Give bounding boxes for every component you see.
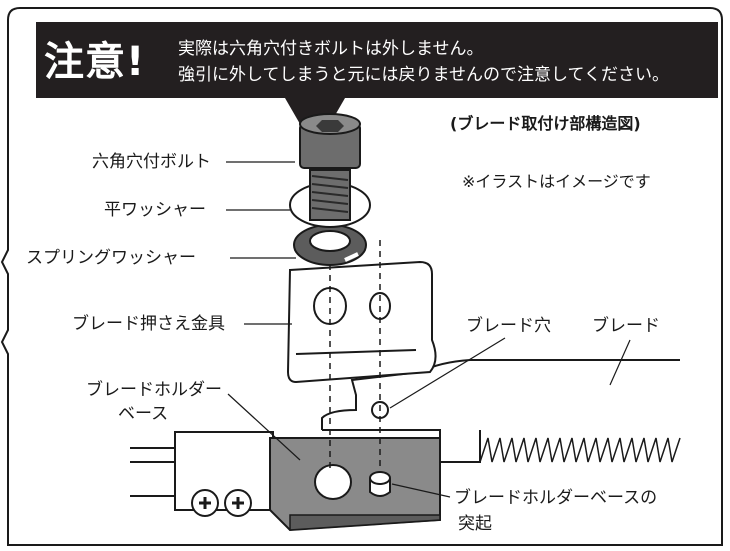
warning-line-2: 強引に外してしまうと元には戻りませんので注意してください。 <box>178 65 669 85</box>
label-holder-base-line1: ブレードホルダー <box>86 380 222 400</box>
blade-strip <box>321 359 680 430</box>
label-hex-bolt: 六角穴付ボルト <box>92 152 211 172</box>
label-holder-projection-line1: ブレードホルダーベースの <box>454 488 658 508</box>
warning-title: 注意! <box>44 39 146 85</box>
illustration-note: ※イラストはイメージです <box>462 172 651 191</box>
holder-base-left-block <box>130 431 274 517</box>
label-blade-hole: ブレード穴 <box>466 316 551 336</box>
hex-bolt <box>299 113 361 221</box>
label-holder-base-line2: ベース <box>118 404 169 424</box>
diagram-heading: (ブレード取付け部構造図) <box>450 114 641 133</box>
warning-box <box>36 22 718 98</box>
label-spring-washer: スプリングワッシャー <box>26 248 196 268</box>
blade-clamp <box>286 260 437 384</box>
outer-frame <box>0 7 723 546</box>
label-blade: ブレード <box>592 316 660 336</box>
label-holder-projection-line2: 突起 <box>458 514 492 534</box>
label-blade-clamp: ブレード押さえ金具 <box>72 314 225 334</box>
label-flat-washer: 平ワッシャー <box>104 200 206 220</box>
warning-line-1: 実際は六角穴付きボルトは外しません。 <box>178 39 484 59</box>
blade-teeth <box>479 437 681 463</box>
